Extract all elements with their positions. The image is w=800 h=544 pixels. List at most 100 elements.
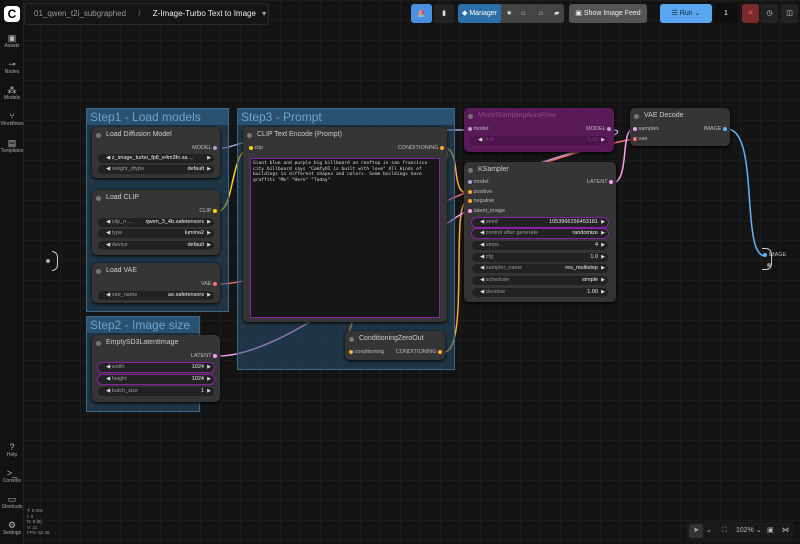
stat: I: 0	[27, 513, 34, 519]
input-samples[interactable]: samples	[633, 126, 659, 132]
run-button[interactable]: ☰ Run ⌄	[660, 4, 712, 23]
sidebar-settings[interactable]: ⚙Settings	[0, 520, 24, 536]
history-button[interactable]: ◷	[761, 4, 778, 23]
value: default	[187, 166, 204, 172]
stat: V: 21	[27, 524, 38, 530]
sidebar-templates[interactable]: ▤Templates	[0, 138, 24, 154]
chevron-down-icon[interactable]: ⌄	[694, 10, 701, 17]
label: scheduler	[480, 277, 510, 283]
output-vae[interactable]: VAE	[201, 281, 217, 287]
output-conditioning[interactable]: CONDITIONING	[398, 145, 444, 151]
sidebar-shortcuts[interactable]: ▭Shortcuts	[0, 494, 24, 510]
node-clip-text-encode[interactable]: CLIP Text Encode (Prompt) clip CONDITION…	[243, 127, 447, 322]
output-conditioning[interactable]: CONDITIONING	[396, 349, 442, 355]
zoom-level[interactable]: 102% ⌄	[736, 527, 762, 534]
node-title: Load VAE	[92, 267, 137, 274]
chevron-down-icon[interactable]: ▾	[262, 9, 267, 18]
breadcrumb-subgraph[interactable]: Z-Image-Turbo Text to Image	[152, 9, 256, 18]
input-negative[interactable]: negative	[468, 198, 494, 204]
node-load-clip[interactable]: Load CLIP CLIP clip_n ...qwen_3_4b.safet…	[92, 190, 220, 255]
minimap-icon[interactable]: ▣	[767, 527, 774, 534]
queue-mode-button[interactable]: ⛵	[411, 4, 432, 23]
nodes-icon: ⊸	[8, 59, 16, 69]
input-latent-image[interactable]: latent_image	[468, 208, 505, 214]
output-clip[interactable]: CLIP	[199, 208, 217, 214]
input-model[interactable]: model	[468, 179, 489, 185]
sidebar-console[interactable]: >_Console	[0, 468, 24, 484]
templates-icon: ▤	[7, 138, 17, 148]
node-load-diffusion-model[interactable]: Load Diffusion Model MODEL z_image_turbo…	[92, 127, 220, 178]
node-ksampler[interactable]: KSampler model positive negative latent_…	[464, 162, 616, 302]
workflow-icon: ⑂	[9, 111, 15, 121]
interrupt-button[interactable]: ✕	[742, 4, 759, 23]
sidebar-assets[interactable]: ▣Assets	[0, 33, 24, 49]
label: MODEL	[586, 126, 606, 132]
sidebar-nodes[interactable]: ⊸Nodes	[0, 59, 24, 75]
comfy-logo[interactable]: C	[4, 6, 20, 22]
input-positive[interactable]: positive	[468, 189, 492, 195]
show-image-feed-button[interactable]: ▣ Show Image Feed	[569, 4, 647, 23]
manager-button[interactable]: ◆ Manager	[458, 4, 501, 23]
sidebar-workflows[interactable]: ⑂Workflows	[0, 111, 24, 127]
label: type	[106, 230, 122, 236]
link-visibility-icon[interactable]: ⋈	[782, 527, 789, 534]
input-clip[interactable]: clip	[249, 145, 263, 151]
sidebar-help[interactable]: ?Help	[0, 442, 24, 458]
close-icon: ✕	[747, 10, 754, 17]
output-model[interactable]: MODEL	[192, 145, 217, 151]
batch-count-input[interactable]: 1	[714, 4, 738, 23]
input-model[interactable]: model	[468, 126, 489, 132]
label: weight_dtype	[106, 166, 144, 172]
label: steps	[480, 242, 499, 248]
select-mode-button[interactable]: ➤	[689, 524, 703, 538]
output-empty-slot[interactable]	[767, 263, 771, 267]
output-image[interactable]: IMAGE	[704, 126, 727, 132]
subgraph-input-slot[interactable]	[46, 259, 50, 263]
bookmark-button[interactable]: ▮	[434, 4, 454, 23]
clip-name-widget[interactable]: clip_n ...qwen_3_4b.safetensors	[98, 218, 214, 227]
label: CLIP	[199, 208, 212, 214]
output-latent[interactable]: LATENT	[587, 179, 613, 185]
star-icon[interactable]: ★	[506, 10, 513, 17]
subgraph-output-image[interactable]: IMAGE	[763, 252, 786, 258]
weight-dtype-widget[interactable]: weight_dtype default	[98, 165, 214, 174]
label: MODEL	[192, 145, 212, 151]
label: Models	[3, 95, 21, 101]
chart2-icon[interactable]: ⌂	[539, 10, 544, 17]
node-model-sampling-aura-flow[interactable]: ModelSamplingAuraFlow model MODEL shift3…	[464, 108, 614, 152]
output-latent[interactable]: LATENT	[191, 353, 217, 359]
input-conditioning[interactable]: conditioning	[349, 349, 384, 355]
node-conditioning-zero-out[interactable]: ConditioningZeroOut conditioning CONDITI…	[345, 331, 445, 360]
value: 1	[724, 10, 728, 17]
label: vae_name	[106, 292, 137, 298]
unet-name-widget[interactable]: z_image_turbo_fp8_e4m3fn.sa ...	[98, 154, 214, 163]
arrow-icon[interactable]: ▰	[554, 10, 560, 17]
sidebar-models[interactable]: ⁂Models	[0, 85, 24, 101]
chart-icon[interactable]: ⌂	[521, 10, 526, 17]
output-model[interactable]: MODEL	[586, 126, 611, 132]
node-vae-decode[interactable]: VAE Decode samples vae IMAGE	[630, 108, 730, 146]
prompt-textarea[interactable]: Giant blue and purple big billboard on r…	[250, 158, 440, 318]
fit-view-icon[interactable]: ⛶	[722, 527, 727, 534]
bookmark-icon: ▮	[442, 10, 446, 17]
chevron-down-icon[interactable]: ⌄	[706, 527, 712, 534]
panel-toggle-button[interactable]: ◫	[781, 4, 798, 23]
breadcrumb-workflow[interactable]: 01_qwen_t2i_subgraphed	[34, 9, 127, 18]
input-vae[interactable]: vae	[633, 136, 647, 142]
